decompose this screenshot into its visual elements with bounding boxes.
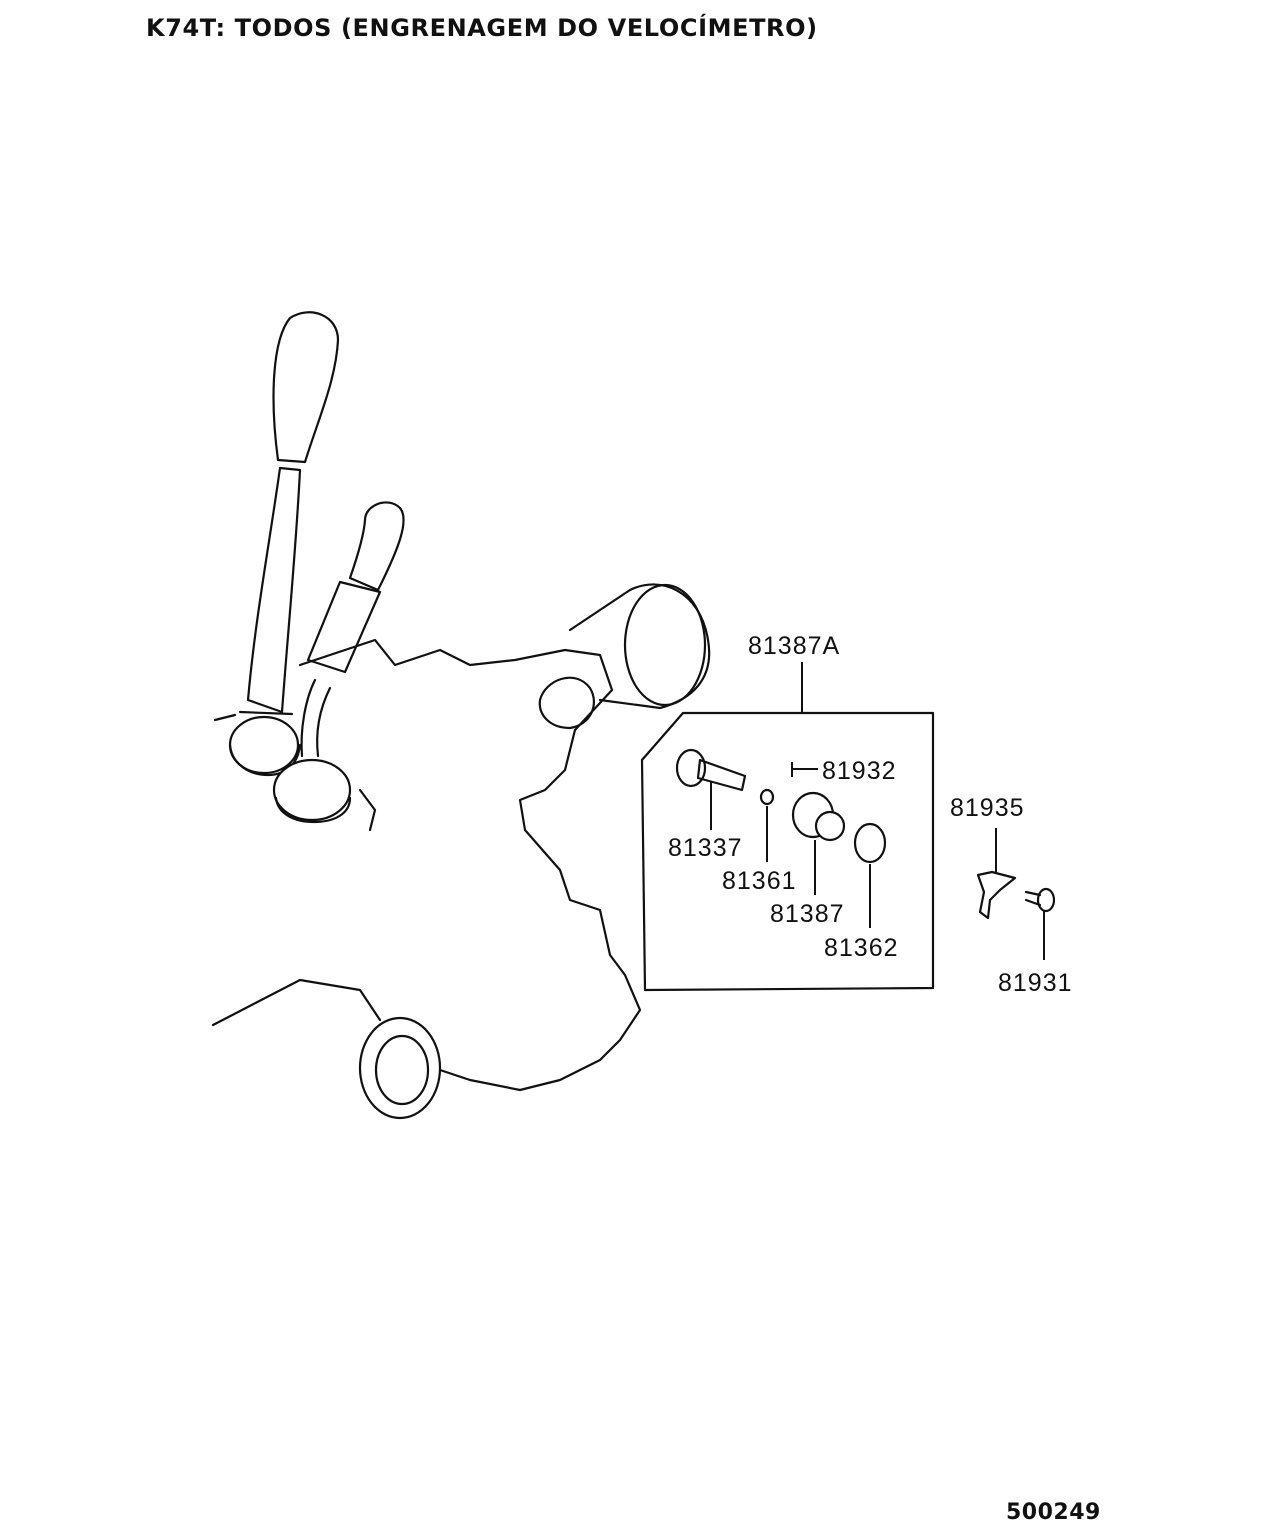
page-title: K74T: TODOS (ENGRENAGEM DO VELOCÍMETRO) (146, 14, 818, 42)
label-81337: 81337 (668, 834, 743, 862)
part-81935-shape (976, 870, 1017, 920)
label-81387: 81387 (770, 900, 845, 928)
part-81337-shape (675, 748, 747, 792)
diagram-id: 500249 (1006, 1500, 1101, 1525)
label-81362: 81362 (824, 934, 899, 962)
label-81935: 81935 (950, 794, 1025, 822)
leader-lines (710, 781, 1045, 960)
label-81932: 81932 (822, 757, 897, 785)
label-81931: 81931 (998, 969, 1073, 997)
part-81932-shape (791, 762, 818, 777)
part-81931-shape (1024, 887, 1056, 913)
part-81362-shape (853, 822, 887, 864)
transmission-illustration (211, 311, 711, 1120)
part-81387-shape (791, 791, 846, 842)
label-81387a: 81387A (748, 632, 840, 660)
assembly-box (640, 662, 935, 992)
label-81361: 81361 (722, 867, 797, 895)
part-81361-shape (759, 788, 775, 806)
